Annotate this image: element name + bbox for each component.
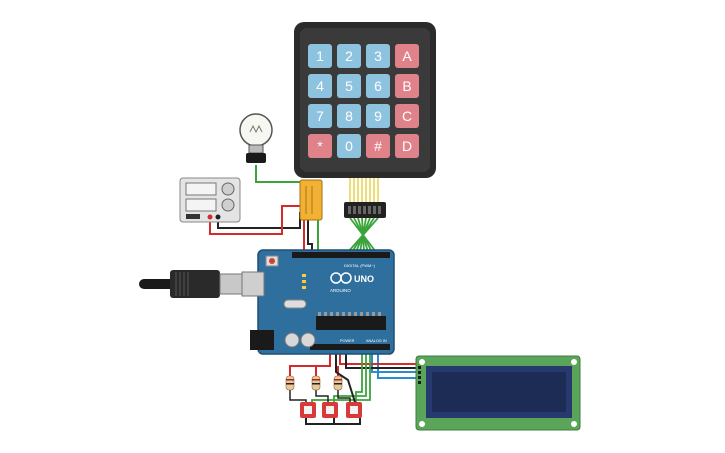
usb-cable [139,270,243,298]
arduino-board: UNO ARDUINO DIGITAL (PWM~) POWER ANALOG … [241,249,395,355]
keypad-key [395,104,419,128]
power-supply [179,177,241,223]
keypad-key [366,134,390,158]
keypad-key [308,44,332,68]
keypad-key [366,74,390,98]
wires [209,165,416,425]
resistor [333,375,343,391]
pushbutton [346,402,362,418]
keypad-key-label: D [402,138,412,154]
keypad-key-label: 2 [345,48,353,64]
keypad: 1 2 3 A 4 5 6 B 7 8 9 C * 0 # D [294,22,436,218]
keypad-key-label: # [374,138,382,154]
keypad-key-label: 4 [316,78,324,94]
keypad-key-label: B [402,78,411,94]
keypad-key-label: * [317,138,323,154]
lcd-display [415,355,581,431]
keypad-key [308,104,332,128]
keypad-key-label: 8 [345,108,353,124]
keypad-key [366,44,390,68]
arduino-brand: ARDUINO [330,288,351,293]
arduino-model: UNO [354,274,374,284]
keypad-key-label: 3 [374,48,382,64]
keypad-key-label: A [402,48,412,64]
keypad-key [337,104,361,128]
light-bulb-icon [239,113,273,163]
pushbutton [300,402,316,418]
keypad-key [337,74,361,98]
pushbutton [322,402,338,418]
keypad-key-label: 7 [316,108,324,124]
keypad-key [308,134,332,158]
keypad-key [366,104,390,128]
keypad-key-label: 1 [316,48,324,64]
resistors [285,375,343,391]
analog-label: ANALOG IN [366,339,387,343]
resistor [285,375,295,391]
keypad-key-label: 6 [374,78,382,94]
keypad-key [395,134,419,158]
digital-label: DIGITAL (PWM~) [344,263,376,268]
relay-module [299,179,323,221]
keypad-key [395,74,419,98]
arduino-logo-icon [330,272,352,284]
keypad-key-label: C [402,108,412,124]
keypad-key-label: 5 [345,78,353,94]
keypad-key [395,44,419,68]
power-label: POWER [340,339,355,343]
keypad-key [337,44,361,68]
keypad-key-label: 9 [374,108,382,124]
resistor [311,375,321,391]
keypad-key [337,134,361,158]
keypad-key-label: 0 [345,138,353,154]
keypad-key [308,74,332,98]
pushbuttons [300,402,362,418]
